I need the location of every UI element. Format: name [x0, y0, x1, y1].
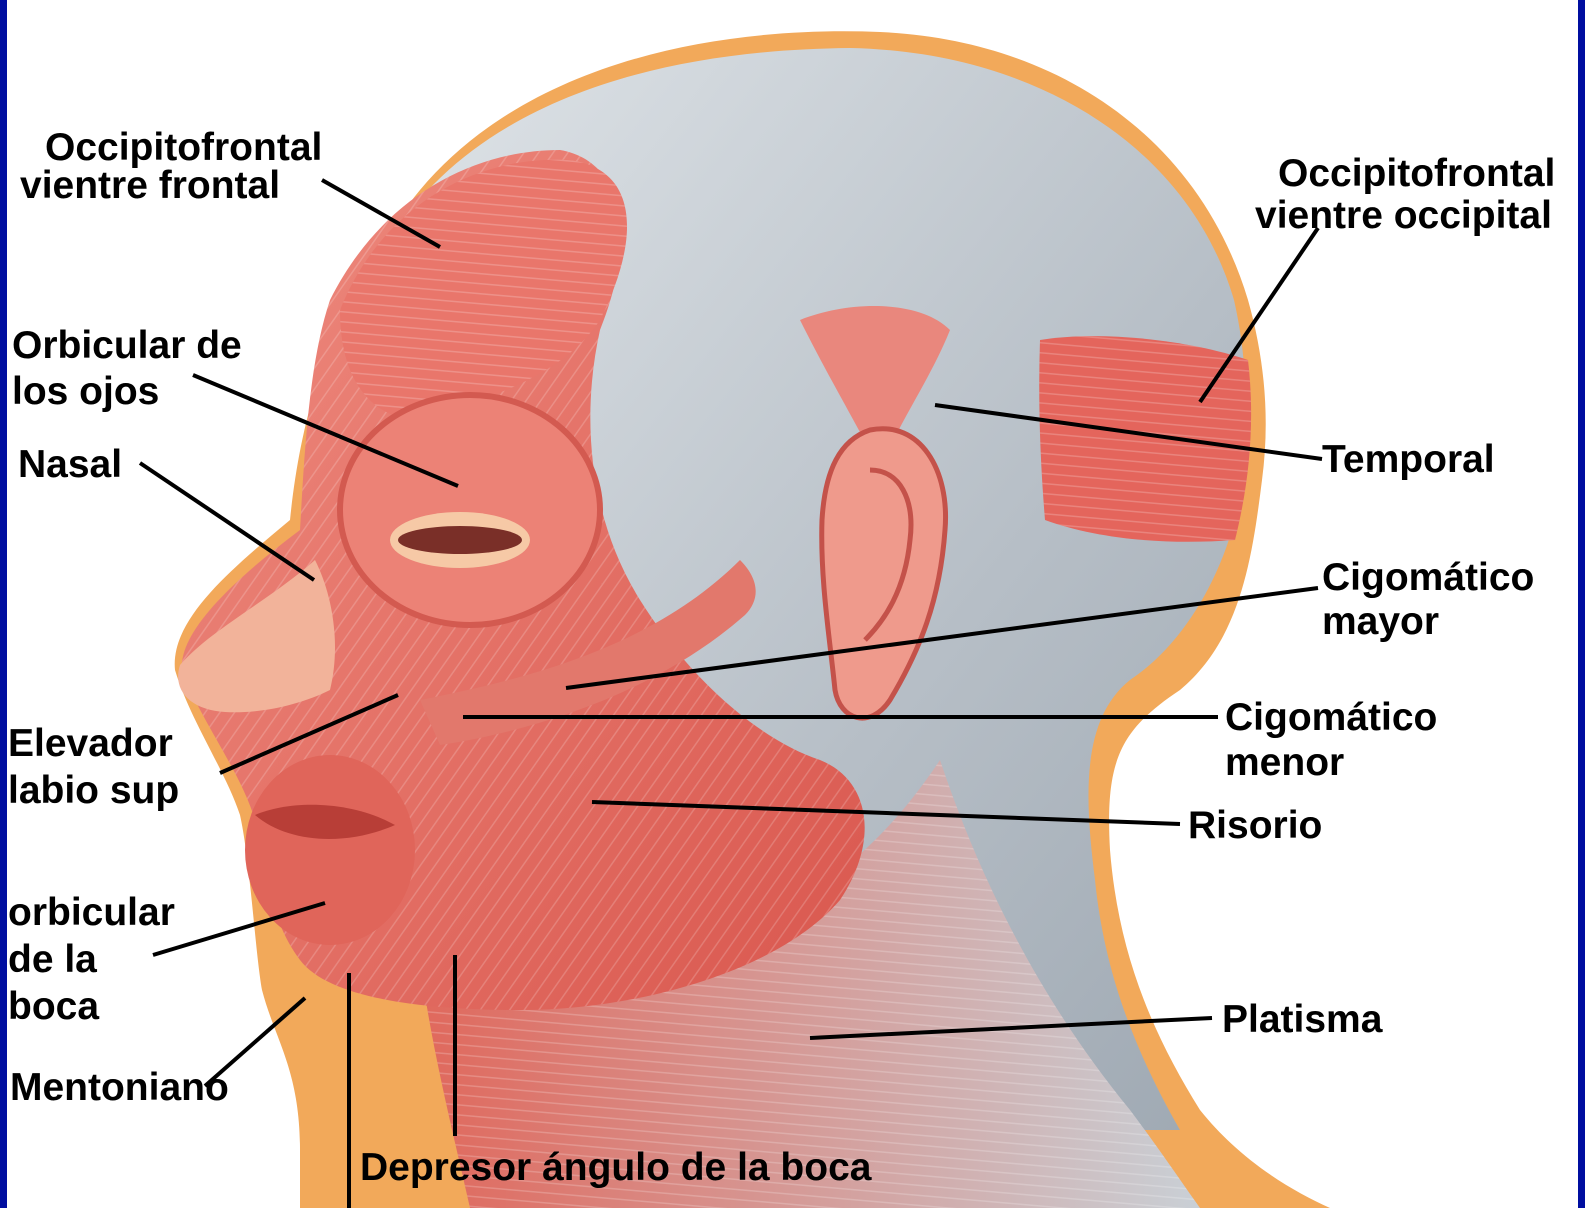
label-mentoniano: Mentoniano — [10, 1066, 229, 1109]
label-orbicular-ojos-line2: los ojos — [12, 370, 159, 413]
label-occipitofrontal-frontal-line1: Occipitofrontal — [45, 126, 322, 169]
label-elevador-line1: Elevador — [8, 722, 173, 765]
label-orbicular-boca-line3: boca — [8, 985, 99, 1028]
orbicularis-oris-shape — [245, 755, 415, 945]
label-occipitofrontal-occipital-line1: Occipitofrontal — [1278, 152, 1555, 195]
label-nasal: Nasal — [18, 443, 122, 486]
label-cigomatico-menor-line2: menor — [1225, 741, 1344, 784]
label-orbicular-ojos-line1: Orbicular de — [12, 324, 242, 367]
label-temporal: Temporal — [1322, 438, 1495, 481]
leader-line-nasal — [140, 463, 314, 580]
orbicularis-oculi-shape — [340, 395, 600, 625]
label-cigomatico-mayor-line2: mayor — [1322, 600, 1439, 643]
label-elevador-line2: labio sup — [8, 769, 179, 812]
label-orbicular-boca-line1: orbicular — [8, 891, 175, 934]
label-occipitofrontal-frontal-line2: vientre frontal — [20, 164, 280, 207]
label-cigomatico-mayor-line1: Cigomático — [1322, 556, 1534, 599]
label-orbicular-boca-line2: de la — [8, 938, 97, 981]
label-risorio: Risorio — [1188, 804, 1322, 847]
label-cigomatico-menor-line1: Cigomático — [1225, 696, 1437, 739]
label-platisma: Platisma — [1222, 998, 1383, 1041]
label-depresor: Depresor ángulo de la boca — [360, 1146, 872, 1189]
label-occipitofrontal-occipital-line2: vientre occipital — [1255, 194, 1552, 237]
